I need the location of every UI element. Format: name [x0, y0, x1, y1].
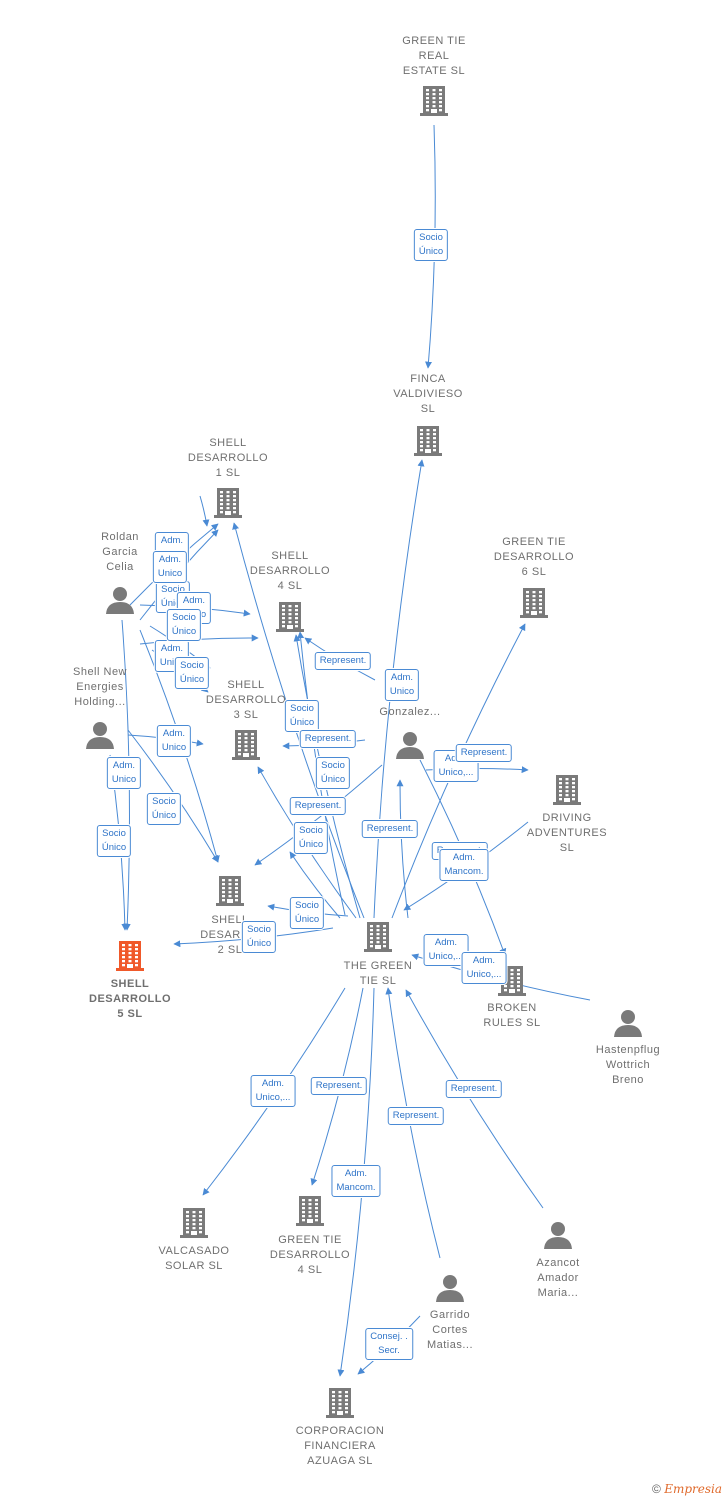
person-icon[interactable] — [395, 730, 425, 765]
relation-badge: Adm. Unico,... — [461, 952, 507, 984]
relation-badge: Adm. Unico — [152, 551, 188, 583]
relation-badge: Socio Único — [96, 825, 132, 857]
building-icon[interactable] — [276, 600, 304, 637]
node-label-sd3[interactable]: SHELL DESARROLLO 3 SL — [205, 679, 287, 721]
edge-line — [405, 989, 544, 1209]
building-icon[interactable] — [414, 424, 442, 461]
node-label-sd4[interactable]: SHELL DESARROLLO 4 SL — [249, 550, 331, 592]
node-label-gt6[interactable]: GREEN TIE DESARROLLO 6 SL — [493, 536, 575, 578]
relation-badge: Adm. Mancom. — [331, 1165, 381, 1197]
relation-badge: Socio Único — [315, 757, 351, 789]
relation-badge: Socio Único — [174, 657, 210, 689]
copyright-icon: © — [652, 1482, 661, 1496]
node-label-valcasado[interactable]: VALCASADO SOLAR SL — [158, 1245, 230, 1272]
building-icon[interactable] — [232, 728, 260, 765]
building-icon[interactable] — [214, 486, 242, 523]
node-label-gtre[interactable]: GREEN TIE REAL ESTATE SL — [402, 35, 466, 77]
brand-logo[interactable]: Empresia — [664, 1482, 722, 1496]
node-label-azancot[interactable]: Azancot Amador Maria... — [536, 1257, 580, 1299]
relation-badge: Adm. Unico — [156, 725, 192, 757]
relation-badge: Represent. — [387, 1107, 445, 1125]
person-icon[interactable] — [105, 585, 135, 620]
edge-line — [289, 851, 341, 919]
node-label-gt4[interactable]: GREEN TIE DESARROLLO 4 SL — [269, 1234, 351, 1276]
relation-badge: Adm. Unico,... — [250, 1075, 296, 1107]
edge-line — [254, 764, 383, 866]
node-label-sd5[interactable]: SHELL DESARROLLO 5 SL — [89, 978, 171, 1020]
relation-badge: Socio Único — [166, 609, 202, 641]
footer: © Empresia — [652, 1482, 722, 1496]
node-label-corp[interactable]: CORPORACION FINANCIERA AZUAGA SL — [295, 1425, 385, 1467]
node-label-hastenpflug[interactable]: Hastenpflug Wottrich Breno — [595, 1044, 661, 1086]
relation-badge: Socio Único — [146, 793, 182, 825]
building-icon[interactable] — [326, 1386, 354, 1423]
person-icon[interactable] — [613, 1008, 643, 1043]
relation-badge: Adm. Unico — [384, 669, 420, 701]
relation-badge: Socio Único — [241, 921, 277, 953]
relation-badge: Socio Único — [293, 822, 329, 854]
building-icon[interactable] — [216, 874, 244, 911]
relation-badge: Represent. — [310, 1077, 368, 1095]
relation-badge: Socio Único — [413, 229, 449, 261]
node-label-sd1[interactable]: SHELL DESARROLLO 1 SL — [187, 437, 269, 479]
relation-badge: Adm. Unico — [106, 757, 142, 789]
relation-badge: Adm. Unico,... — [423, 934, 469, 966]
person-icon[interactable] — [543, 1220, 573, 1255]
relation-badge: Represent. — [314, 652, 372, 670]
node-label-greentie[interactable]: THE GREEN TIE SL — [343, 960, 413, 987]
node-label-broken[interactable]: BROKEN RULES SL — [483, 1002, 541, 1029]
building-icon[interactable] — [296, 1194, 324, 1231]
edge-line — [396, 779, 409, 919]
building-icon[interactable] — [116, 939, 144, 976]
relation-badge: Socio Único — [284, 700, 320, 732]
node-label-roldan[interactable]: Roldan Garcia Celia — [101, 531, 139, 573]
person-icon[interactable] — [435, 1273, 465, 1308]
person-icon[interactable] — [85, 720, 115, 755]
building-icon[interactable] — [520, 586, 548, 623]
node-label-finca[interactable]: FINCA VALDIVIESO SL — [393, 373, 463, 415]
node-label-garrido[interactable]: Garrido Cortes Matias... — [426, 1309, 474, 1351]
relation-badge: Socio Único — [289, 897, 325, 929]
node-label-driving[interactable]: DRIVING ADVENTURES SL — [526, 812, 608, 854]
building-icon[interactable] — [553, 773, 581, 810]
relation-badge: Consej. . Secr. — [365, 1328, 413, 1360]
building-icon[interactable] — [364, 920, 392, 957]
building-icon[interactable] — [420, 84, 448, 121]
relation-badge: Adm. Mancom. — [439, 849, 489, 881]
relation-badge: Represent. — [361, 820, 419, 838]
relation-badge: Represent. — [455, 744, 513, 762]
relation-badge: Represent. — [445, 1080, 503, 1098]
edge-line — [199, 495, 210, 527]
relation-badge: Represent. — [289, 797, 347, 815]
relation-badge: Represent. — [299, 730, 357, 748]
building-icon[interactable] — [498, 964, 526, 1001]
building-icon[interactable] — [180, 1206, 208, 1243]
node-label-shellnew[interactable]: Shell New Energies Holding... — [72, 666, 128, 708]
